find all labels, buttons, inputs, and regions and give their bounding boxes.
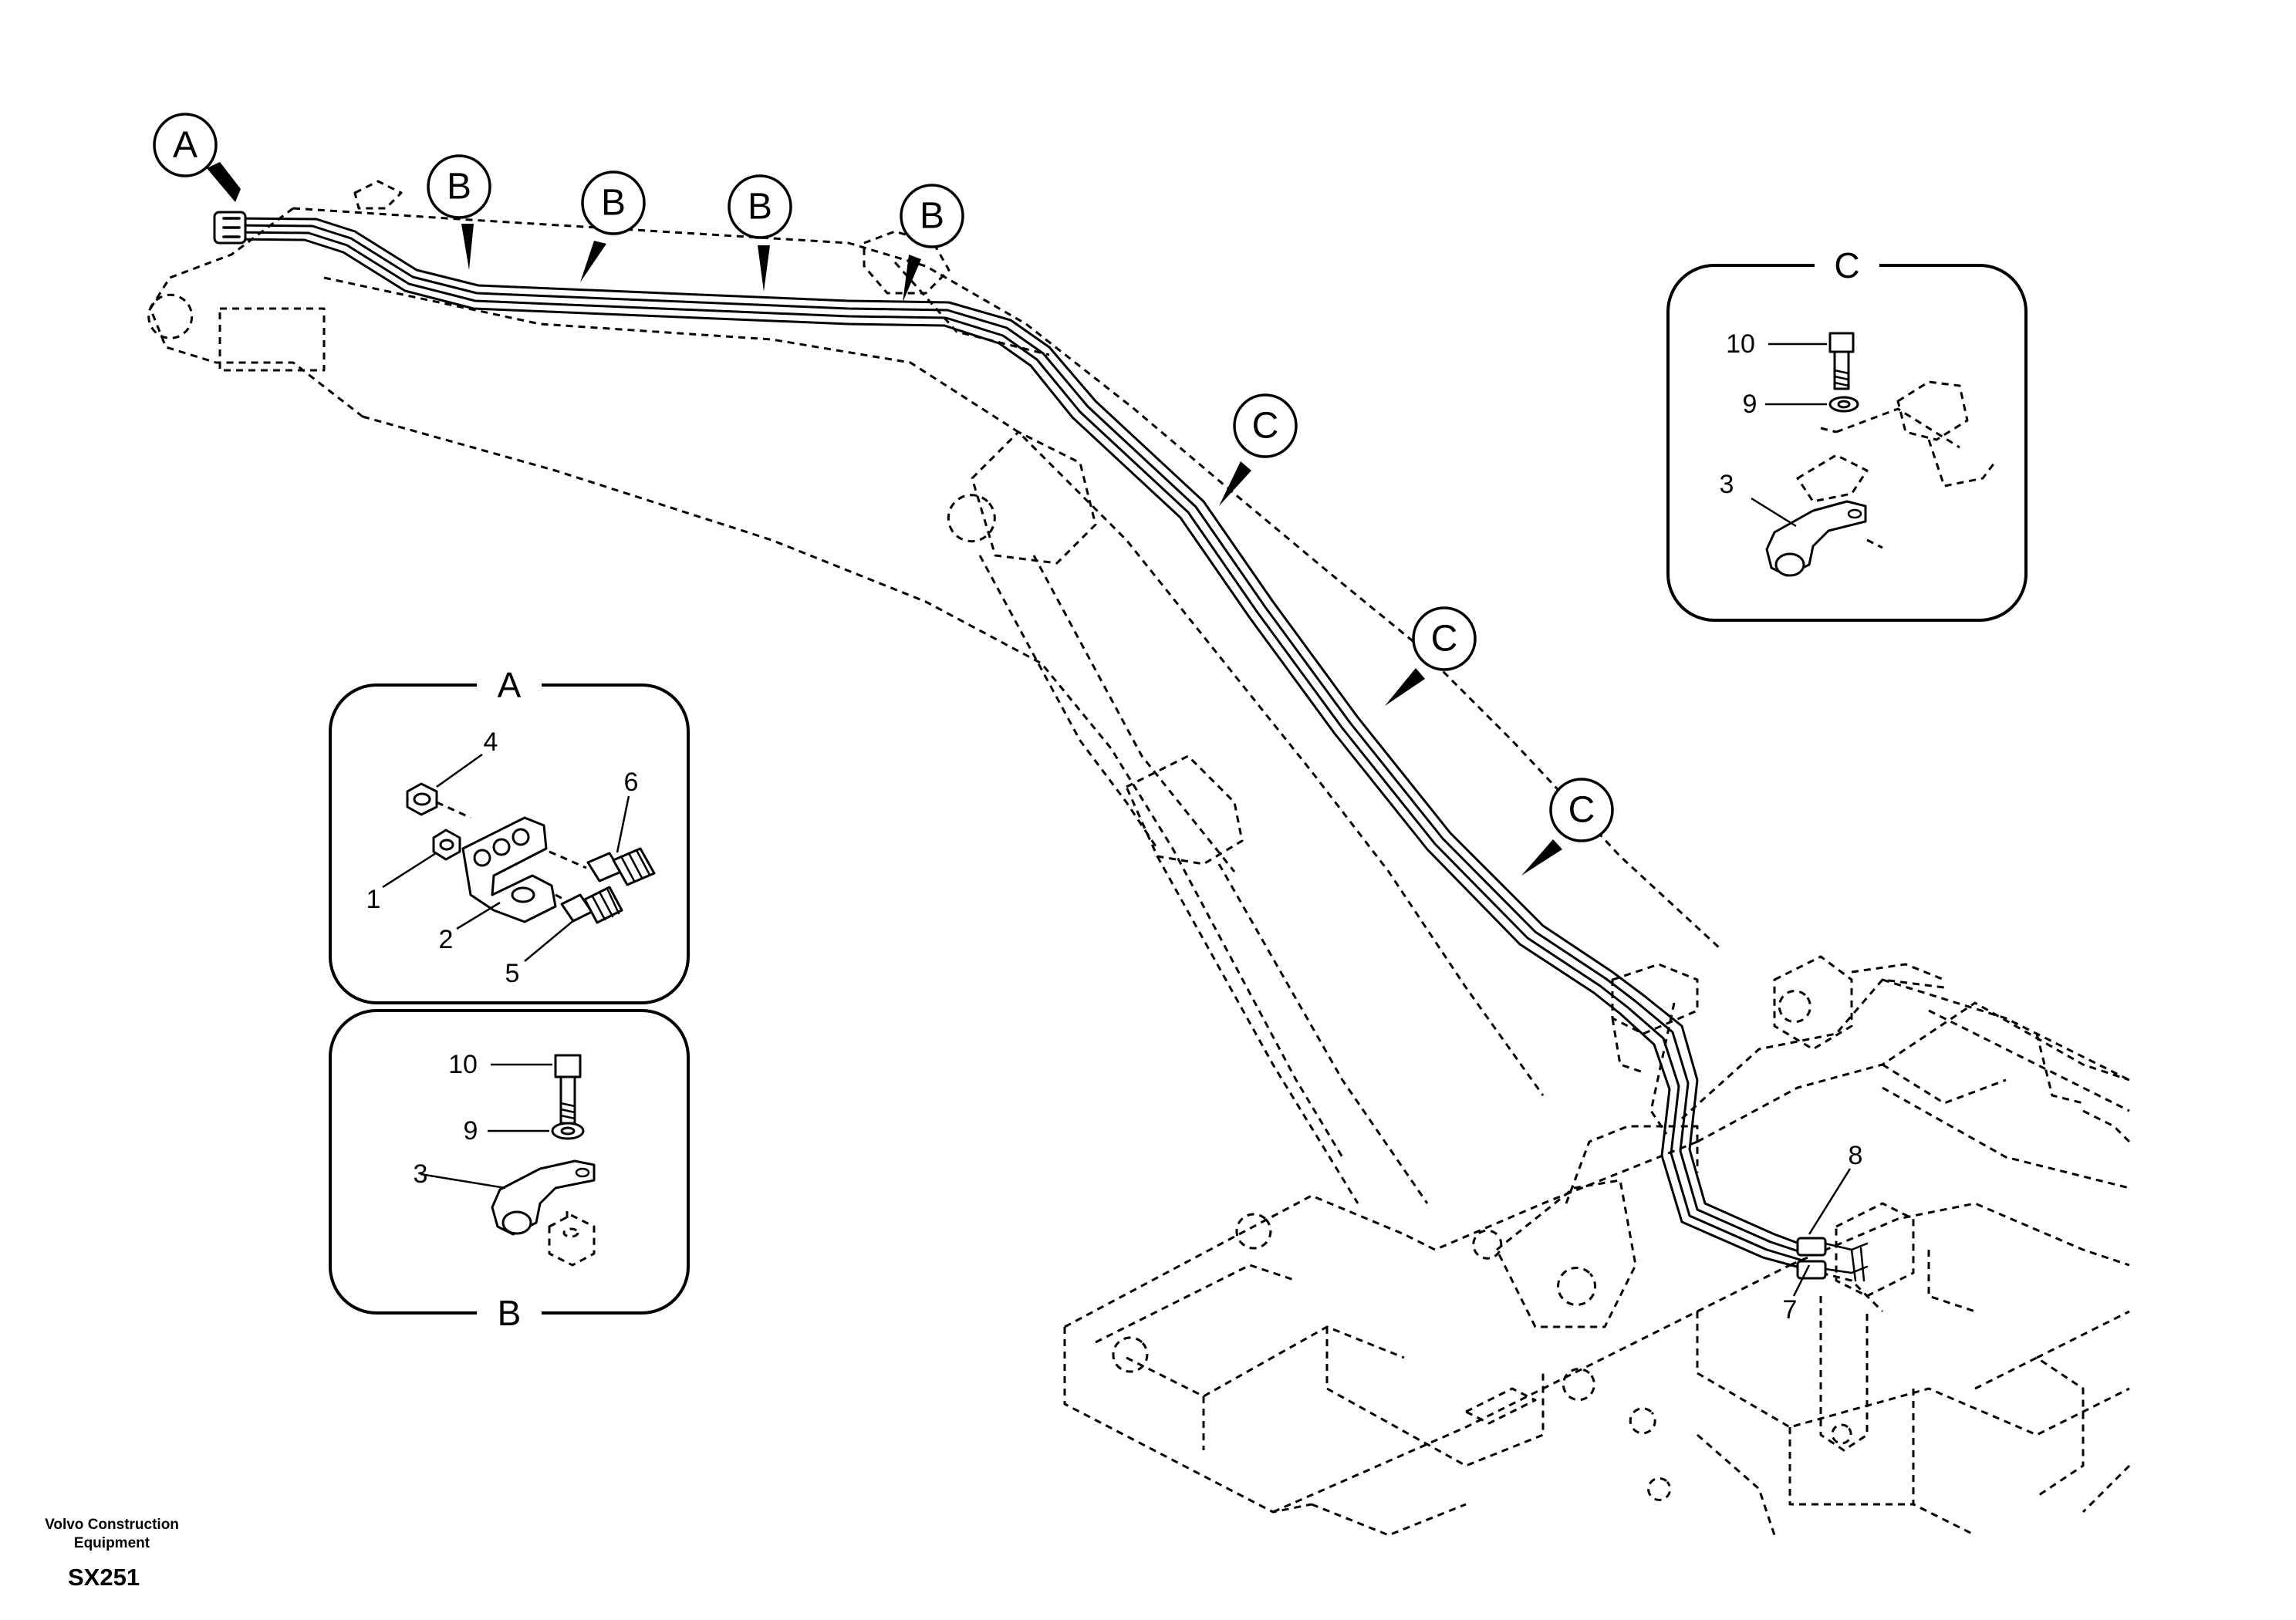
detail-a-part-4: 4 bbox=[484, 727, 498, 757]
callout-b-3: B bbox=[728, 174, 792, 292]
base-frame-outline bbox=[1063, 955, 2131, 1537]
detail-panel-c: C 10 9 3 bbox=[1666, 245, 2028, 622]
detail-a-part-6: 6 bbox=[624, 768, 639, 797]
detail-b-part-9: 9 bbox=[464, 1116, 478, 1146]
detail-c-part-10: 10 bbox=[1726, 329, 1755, 359]
callout-b-2-letter: B bbox=[601, 183, 626, 224]
callout-b-1: B bbox=[427, 154, 491, 270]
callout-a-letter: A bbox=[173, 125, 198, 166]
callout-c-1: C bbox=[1219, 393, 1298, 506]
detail-b-part-3: 3 bbox=[414, 1159, 428, 1189]
detail-a-part-1: 1 bbox=[366, 885, 381, 914]
callout-b-2: B bbox=[580, 170, 646, 282]
detail-a-part-2: 2 bbox=[439, 925, 454, 954]
detail-panel-c-title: C bbox=[1834, 245, 1859, 285]
callout-b-1-letter: B bbox=[447, 167, 471, 208]
detail-panel-a-title: A bbox=[498, 665, 522, 705]
hydraulic-pipe-route bbox=[213, 211, 1869, 1282]
detail-b-part-10: 10 bbox=[448, 1050, 478, 1079]
footer: Volvo Construction Equipment SX251 bbox=[23, 1516, 201, 1591]
brand-line-1: Volvo Construction bbox=[45, 1517, 179, 1533]
callout-b-3-letter: B bbox=[748, 187, 772, 228]
detail-c-part-3: 3 bbox=[1720, 470, 1734, 499]
detail-a-part-5: 5 bbox=[505, 959, 520, 988]
detail-c-part-9: 9 bbox=[1743, 390, 1757, 419]
detail-panel-b-title: B bbox=[498, 1293, 522, 1333]
part-number-8: 8 bbox=[1849, 1141, 1863, 1170]
drawing-code: SX251 bbox=[68, 1564, 140, 1591]
callout-c-3-letter: C bbox=[1568, 790, 1595, 831]
callout-c-1-letter: C bbox=[1252, 406, 1279, 447]
brand-line-2: Equipment bbox=[73, 1535, 150, 1551]
callout-c-2: C bbox=[1385, 606, 1477, 706]
callout-a: A bbox=[153, 113, 241, 202]
callout-c-2-letter: C bbox=[1431, 619, 1458, 660]
boom-outline bbox=[147, 180, 1722, 1204]
main-part-labels: 8 7 bbox=[1783, 1141, 1863, 1325]
callout-b-4-letter: B bbox=[920, 196, 944, 237]
callout-b-4: B bbox=[900, 184, 964, 302]
detail-panel-b: B 10 9 3 bbox=[329, 1009, 690, 1333]
detail-panel-a: A 4 6 1 2 5 bbox=[329, 665, 690, 1004]
callout-c-3: C bbox=[1521, 778, 1614, 876]
part-number-7: 7 bbox=[1783, 1295, 1798, 1325]
